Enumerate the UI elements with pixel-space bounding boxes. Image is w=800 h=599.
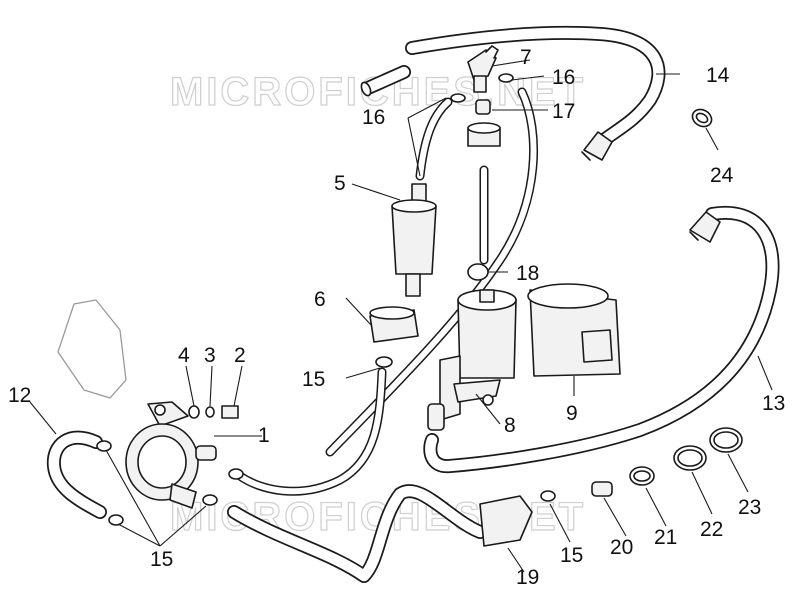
label-8: 8 <box>504 414 516 437</box>
label-9: 9 <box>566 402 578 425</box>
clamp-16-upper[interactable] <box>450 73 514 103</box>
fuel-filter-5[interactable] <box>391 183 437 297</box>
label-16-top: 16 <box>552 66 575 89</box>
label-15-right: 15 <box>560 544 583 567</box>
bracket-9[interactable] <box>527 283 621 377</box>
clamp-15-lower[interactable] <box>96 440 244 526</box>
sleeve-6[interactable] <box>369 306 419 343</box>
label-2: 2 <box>234 344 246 367</box>
pipe-fitting[interactable] <box>359 65 411 97</box>
hose-filter-down[interactable] <box>235 367 387 496</box>
label-1: 1 <box>258 424 270 447</box>
hose-14[interactable] <box>405 25 666 161</box>
label-15-middle: 15 <box>302 368 325 391</box>
clamp-18[interactable] <box>467 263 489 281</box>
label-6: 6 <box>314 288 326 311</box>
clamp-21[interactable] <box>629 466 655 486</box>
label-12: 12 <box>8 384 31 407</box>
hose-13[interactable] <box>423 205 780 474</box>
fitting-17[interactable] <box>467 99 501 147</box>
label-4: 4 <box>178 344 190 367</box>
label-22: 22 <box>700 518 723 541</box>
hose-19[interactable] <box>227 484 533 583</box>
label-24: 24 <box>710 164 734 187</box>
label-19: 19 <box>516 566 539 589</box>
label-21: 21 <box>654 526 677 549</box>
label-18: 18 <box>516 262 539 285</box>
label-5: 5 <box>334 172 346 195</box>
clamp-15-right[interactable] <box>540 490 556 502</box>
label-13: 13 <box>762 392 785 415</box>
label-14: 14 <box>706 64 730 87</box>
clamp-20[interactable] <box>591 481 613 497</box>
leader-lines <box>29 59 773 573</box>
clamp-23[interactable] <box>709 427 743 453</box>
label-23: 23 <box>738 496 761 519</box>
clamp-15-middle[interactable] <box>375 356 393 368</box>
label-16-left: 16 <box>362 106 385 129</box>
fuel-valve-1[interactable] <box>57 299 217 509</box>
hose-12[interactable] <box>46 430 107 519</box>
label-17: 17 <box>552 100 575 123</box>
hose-upper-filter[interactable] <box>415 97 453 181</box>
label-3: 3 <box>204 344 216 367</box>
clamp-24[interactable] <box>689 106 714 130</box>
label-7: 7 <box>520 46 532 69</box>
label-20: 20 <box>610 536 633 559</box>
tee-fitting-7[interactable] <box>467 45 499 93</box>
clamp-22[interactable] <box>673 445 707 471</box>
fuel-pump-8[interactable] <box>427 289 517 431</box>
label-15-bottom: 15 <box>150 548 173 571</box>
washers-2-3-4[interactable] <box>188 405 239 419</box>
hose-long-left[interactable] <box>325 87 538 457</box>
